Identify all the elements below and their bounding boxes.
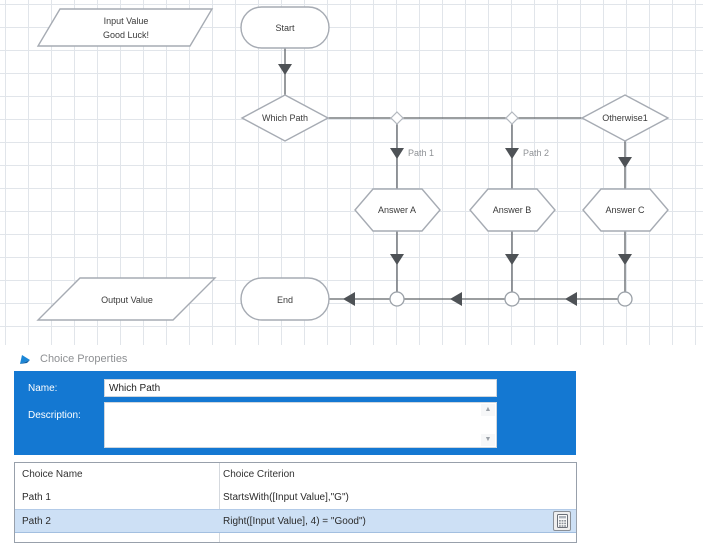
edge-label-path1: Path 1 — [408, 148, 434, 158]
arrowhead-down-icon — [505, 254, 519, 265]
column-divider — [219, 463, 220, 542]
node-otherwise1[interactable]: Otherwise1 — [580, 94, 670, 142]
merge-node-circle[interactable] — [389, 291, 405, 307]
edge-label-path2: Path 2 — [523, 148, 549, 158]
node-input-line1: Input Value — [104, 16, 149, 26]
choice-arrow-icon — [20, 354, 30, 364]
branch-port-diamond-icon[interactable] — [505, 111, 519, 125]
arrowhead-down-icon — [278, 64, 292, 75]
header-choice-name: Choice Name — [22, 468, 83, 480]
node-otherwise1-label: Otherwise1 — [602, 113, 648, 123]
arrowhead-left-icon — [450, 292, 462, 306]
description-scrollbar[interactable]: ▲ ▼ — [480, 404, 495, 446]
merge-node-circle[interactable] — [504, 291, 520, 307]
arrowhead-down-icon — [390, 148, 404, 159]
cell-choice-criterion[interactable]: Right([Input Value], 4) = "Good") — [223, 515, 366, 527]
arrowhead-left-icon — [565, 292, 577, 306]
cell-choice-criterion[interactable]: StartsWith([Input Value],"G") — [223, 491, 349, 503]
arrowhead-down-icon — [618, 254, 632, 265]
node-answer-c[interactable]: Answer C — [582, 188, 669, 232]
calculator-icon — [556, 514, 568, 528]
node-end-label: End — [277, 295, 293, 305]
arrowhead-left-icon — [343, 292, 355, 306]
description-label: Description: — [28, 410, 81, 421]
name-label: Name: — [28, 383, 58, 394]
arrowhead-down-icon — [505, 148, 519, 159]
scroll-up-icon[interactable]: ▲ — [481, 404, 495, 416]
cell-choice-name[interactable]: Path 2 — [22, 515, 51, 527]
node-answer-a-label: Answer A — [378, 205, 416, 215]
node-answer-b-label: Answer B — [493, 205, 532, 215]
node-answer-c-label: Answer C — [605, 205, 645, 215]
choice-properties-panel: Name: Description: ▲ ▼ — [14, 371, 576, 455]
flowchart-svg: Path 1 Path 2 Input Value Good Luck! Sta… — [36, 6, 670, 321]
scroll-down-icon[interactable]: ▼ — [481, 434, 495, 446]
cell-choice-name[interactable]: Path 1 — [22, 491, 51, 503]
node-input-line2: Good Luck! — [103, 30, 149, 40]
node-which-path[interactable]: Which Path — [240, 94, 330, 142]
merge-node-circle[interactable] — [617, 291, 633, 307]
node-start[interactable]: Start — [240, 6, 330, 49]
branch-port-diamond-icon[interactable] — [390, 111, 404, 125]
node-input-value[interactable]: Input Value Good Luck! — [36, 8, 214, 47]
choices-table: Choice Name Choice Criterion Path 1 Star… — [14, 462, 577, 543]
node-which-path-label: Which Path — [262, 113, 308, 123]
name-input[interactable] — [104, 379, 497, 397]
node-end[interactable]: End — [240, 277, 330, 321]
header-choice-criterion: Choice Criterion — [223, 468, 295, 480]
formula-editor-button[interactable] — [553, 511, 571, 531]
description-textarea[interactable] — [105, 403, 481, 447]
arrowhead-down-icon — [618, 157, 632, 168]
node-output-value[interactable]: Output Value — [36, 277, 217, 321]
node-start-label: Start — [275, 23, 295, 33]
node-answer-b[interactable]: Answer B — [469, 188, 556, 232]
table-row-path2-selected[interactable]: Path 2 Right([Input Value], 4) = "Good") — [15, 509, 576, 533]
node-answer-a[interactable]: Answer A — [354, 188, 441, 232]
properties-header: Choice Properties — [18, 350, 127, 368]
table-header-row: Choice Name Choice Criterion — [15, 463, 576, 485]
description-box: ▲ ▼ — [104, 402, 497, 448]
flowchart-canvas[interactable]: Path 1 Path 2 Input Value Good Luck! Sta… — [0, 0, 703, 345]
arrowhead-down-icon — [390, 254, 404, 265]
node-output-label: Output Value — [101, 295, 153, 305]
table-row-path1[interactable]: Path 1 StartsWith([Input Value],"G") — [15, 485, 576, 509]
properties-title: Choice Properties — [40, 353, 128, 365]
